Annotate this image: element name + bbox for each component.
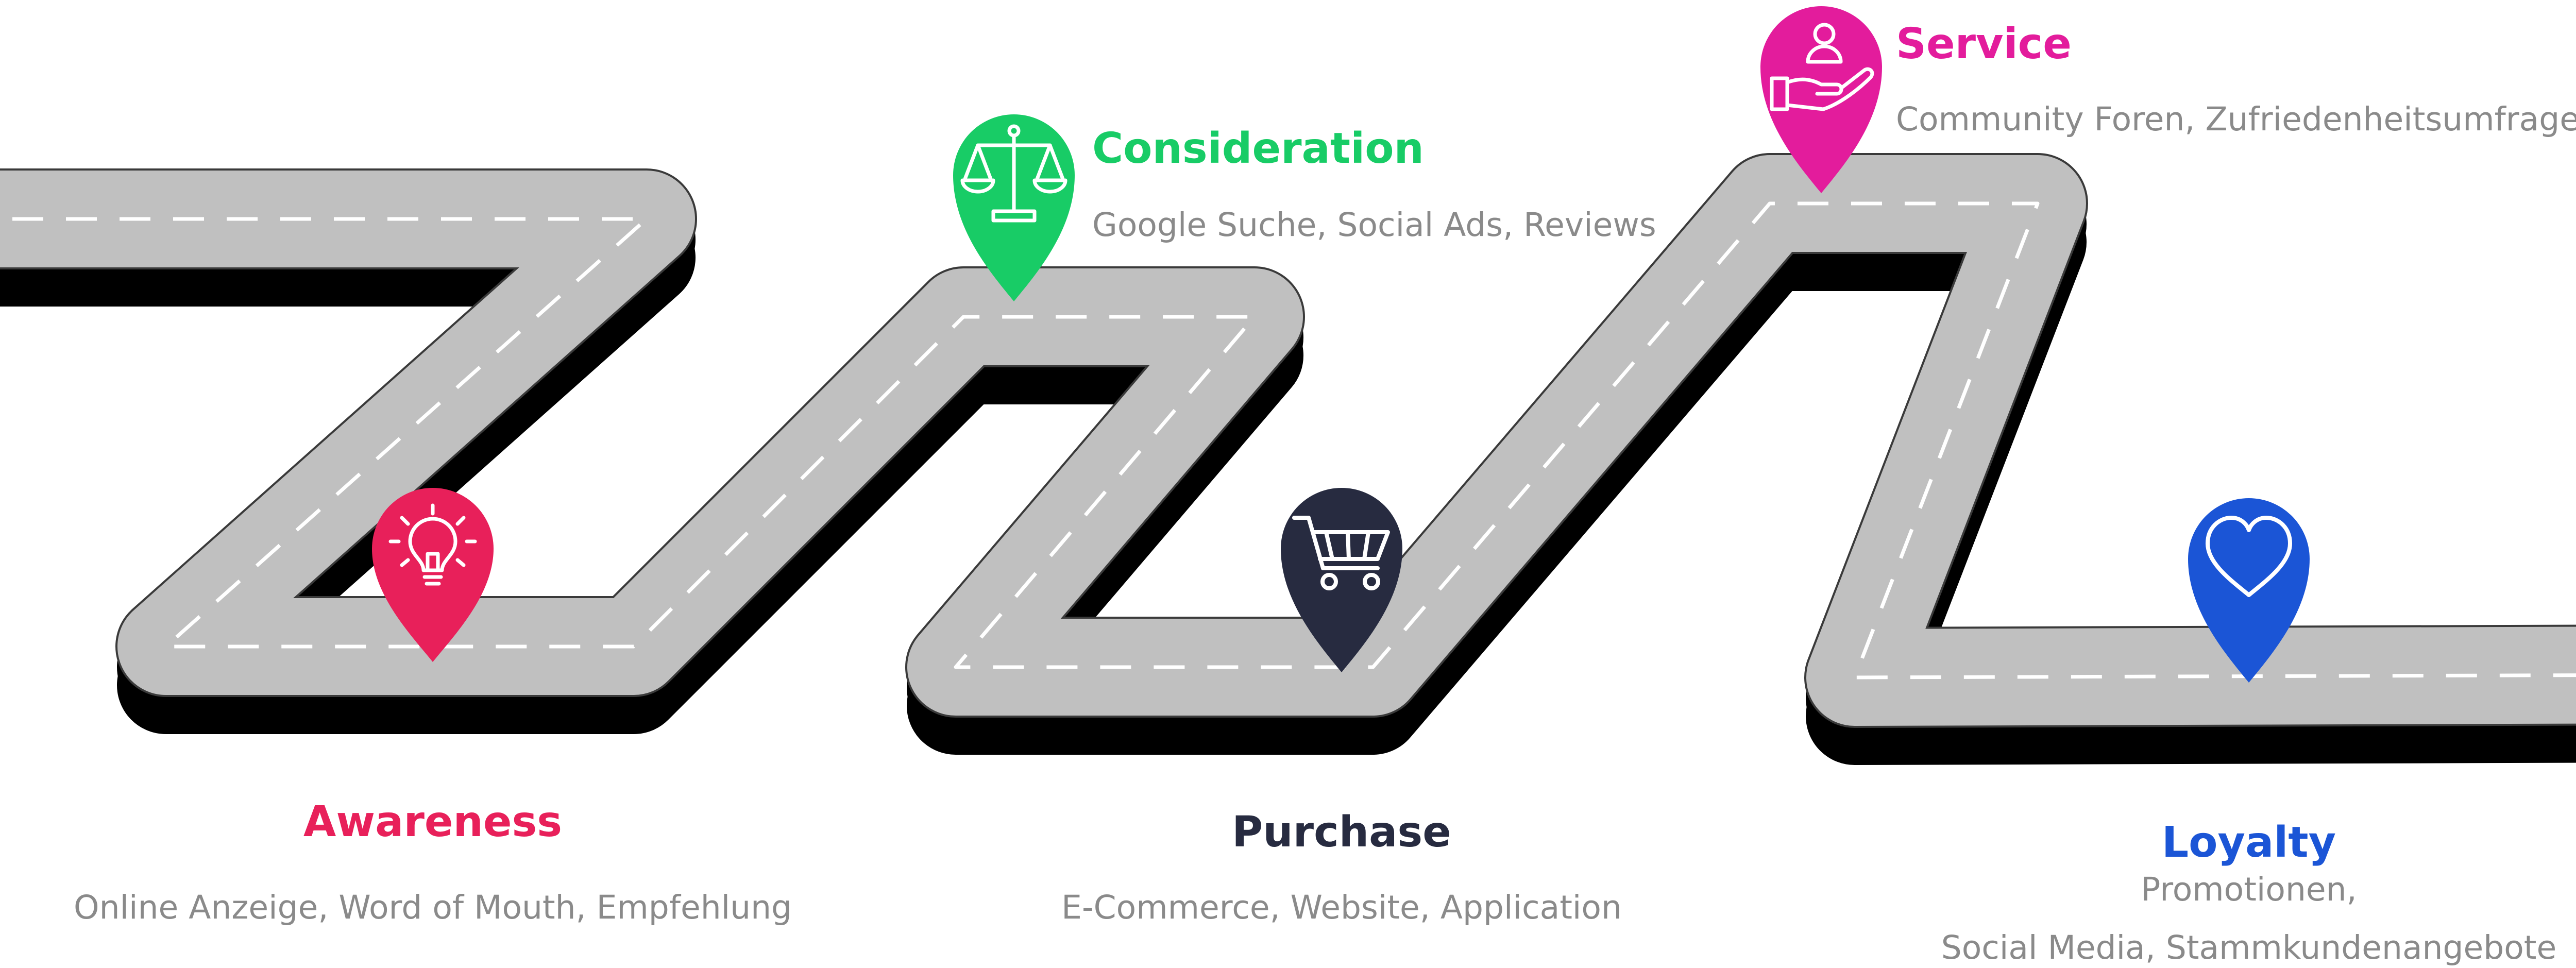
consideration-pin[interactable] [953,114,1075,301]
awareness-description: Online Anzeige, Word of Mouth, Empfehlun… [74,889,792,926]
lightbulb-icon [388,503,477,586]
purchase-description: E-Commerce, Website, Application [1061,889,1622,926]
consideration-description: Google Suche, Social Ads, Reviews [1092,206,1656,244]
loyalty-title: Loyalty [2161,818,2336,867]
service-description: Community Foren, Zufriedenheitsumfrage [1896,100,2576,138]
consideration-title: Consideration [1092,124,1424,173]
purchase-title: Purchase [1232,808,1451,857]
service-pin[interactable] [1760,6,1882,193]
loyalty-pin[interactable] [2188,498,2310,683]
scales-icon [960,124,1067,223]
loyalty-marker-shape [2188,498,2310,683]
service-title: Service [1896,20,2072,69]
loyalty-description-line1: Promotionen, [2141,871,2357,908]
awareness-marker-shape [372,488,494,662]
awareness-title: Awareness [303,797,563,846]
hand-person-icon [1770,23,1874,111]
heart-icon [2206,516,2292,597]
awareness-pin[interactable] [372,488,494,662]
purchase-pin[interactable] [1281,488,1402,672]
loyalty-description-line2: Social Media, Stammkundenangebote [1941,929,2557,966]
service-marker-shape [1760,6,1882,193]
shopping-cart-icon [1292,516,1390,590]
